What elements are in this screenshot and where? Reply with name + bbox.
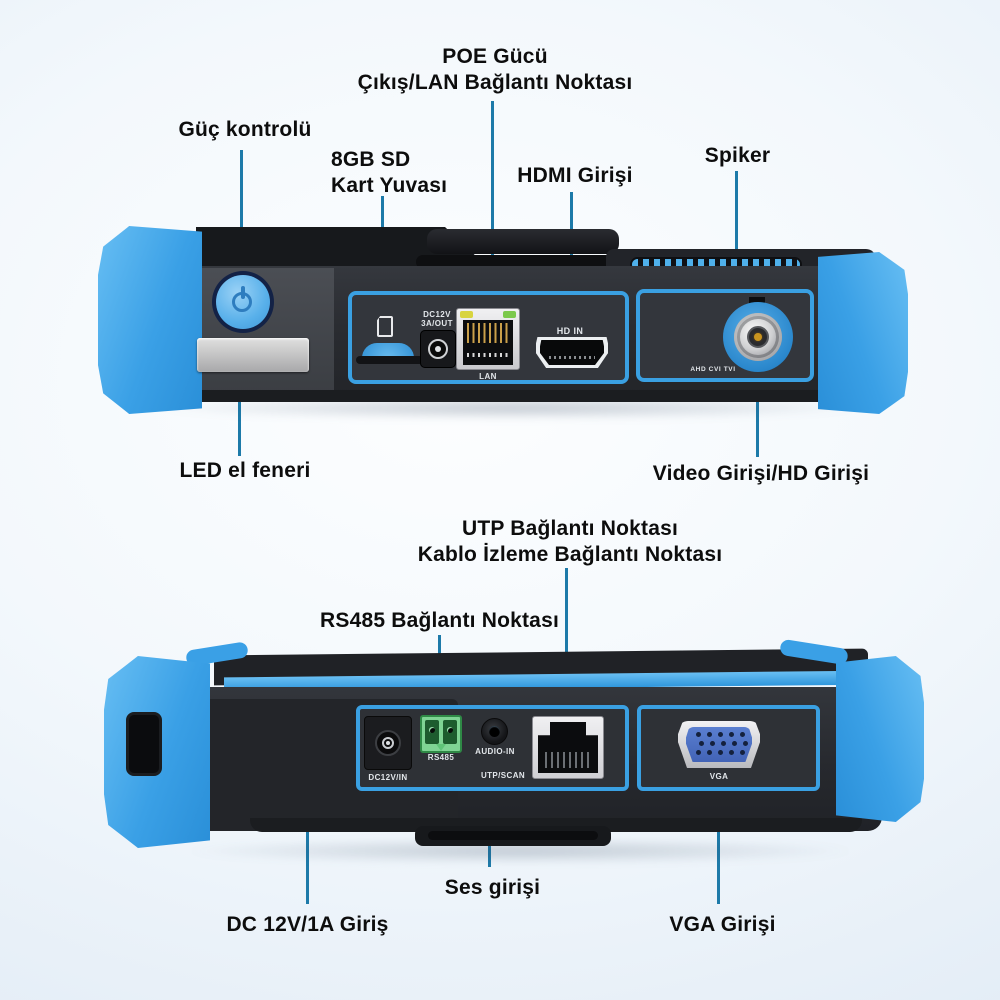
bnc-center-pin [754,333,762,341]
callout-video-hd-input: Video Girişi/HD Girişi [605,461,917,487]
dc-in-jack-pin [386,741,390,745]
dc-out-port-label: DC12V 3A/OUT [408,310,466,328]
leader-line-video [756,369,759,457]
audio-in-jack-hole [489,726,500,737]
callout-poe-lan-port: POE Gücü Çıkış/LAN Bağlantı Noktası [280,44,710,96]
rs485-port-label: RS485 [427,753,455,762]
dc-out-jack-pin [435,346,441,352]
right-rubber-bumper-bottom [836,656,924,822]
leader-line-poe-lan [491,101,494,333]
vga-port-label: VGA [709,772,729,781]
callout-vga-input: VGA Girişi [620,912,825,938]
dc-in-port-label: DC12V/IN [368,773,408,782]
left-rubber-bumper [98,226,202,414]
lan-port-contacts [467,353,510,357]
callout-audio-input: Ses girişi [390,875,595,901]
hdmi-port-label: HD IN [556,326,584,336]
device-top-bottom-edge [168,390,868,402]
callout-text: Kart Yuvası [331,174,448,197]
callout-speaker: Spiker [655,143,820,169]
lan-port-pins [467,323,510,343]
rs485-terminal-hole [447,727,453,733]
leader-line-power [240,150,243,302]
led-flashlight [197,338,309,372]
callout-text: Kablo İzleme Bağlantı Noktası [417,543,723,566]
callout-sd-card-slot: 8GB SD Kart Yuvası [331,147,491,199]
callout-text: RS485 Bağlantı Noktası [320,609,559,632]
sd-card-icon [377,316,393,337]
utp-scan-port-pins [545,752,591,768]
callout-hdmi-input: HDMI Girişi [475,163,675,189]
power-icon-bar [241,286,245,299]
callout-led-flashlight: LED el feneri [140,458,350,484]
leader-line-flashlight [238,372,241,456]
device-top-stand-groove [416,255,630,269]
vga-port-panel [637,705,820,791]
callout-text: Çıkış/LAN Bağlantı Noktası [357,71,633,94]
hdmi-port-opening [540,340,604,365]
port-label-text: 3A/OUT [421,319,453,328]
callout-text: Video Girişi/HD Girişi [652,462,870,485]
callout-power-control: Güç kontrolü [140,117,350,143]
callout-text: UTP Bağlantı Noktası [462,517,678,540]
dc-in-jack-hole [375,730,401,756]
audio-in-port-label: AUDIO-IN [475,747,515,756]
bumper-strap-slot [126,712,162,776]
stand-latch-slot [428,831,598,840]
callout-text: POE Gücü [442,45,548,68]
rs485-arrow-icon [436,744,446,751]
callout-text: 8GB SD [331,148,411,171]
callout-text: Ses girişi [444,876,541,899]
vga-port-pin-holes [696,732,701,737]
sd-card-slot [356,356,444,364]
callout-rs485-port: RS485 Bağlantı Noktası [287,608,592,634]
lan-led-green [503,311,516,318]
callout-text: VGA Girişi [669,913,776,936]
callout-text: Güç kontrolü [178,118,312,141]
callout-dc-input: DC 12V/1A Giriş [180,912,435,938]
right-rubber-bumper [818,252,908,414]
callout-text: HDMI Girişi [517,164,633,187]
utp-scan-port-label: UTP/SCAN [480,771,526,780]
bnc-port-label: AHD CVI TVI [690,366,736,373]
hdmi-port-pins [549,356,595,359]
device-top-stand-bar [427,229,619,254]
callout-utp-cable-trace-port: UTP Bağlantı Noktası Kablo İzleme Bağlan… [330,516,810,568]
device-bottom-edge [250,818,862,832]
leader-line-speaker [735,171,738,271]
callout-text: Spiker [704,144,771,167]
port-label-text: DC12V [423,310,451,319]
lan-led-yellow [460,311,473,318]
sd-card-slot-dome [362,343,414,358]
lan-port-label: LAN [479,372,497,381]
callout-text: DC 12V/1A Giriş [226,913,389,936]
callout-text: LED el feneri [179,459,311,482]
rs485-terminal-hole [429,727,435,733]
